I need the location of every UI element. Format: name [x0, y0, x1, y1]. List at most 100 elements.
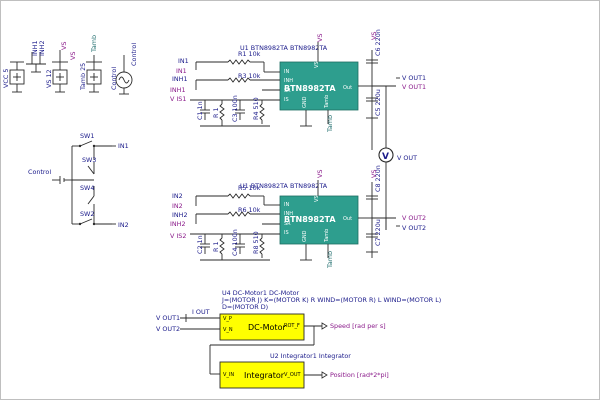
driver1-in1b: IN1 [176, 67, 187, 75]
motor-section: U4 DC-Motor1 DC-Motor J=(MOTOR J) K=(MOT… [156, 289, 441, 375]
vcc-label: VCC 5 [2, 69, 10, 88]
driver1-cap-vs: VS [370, 32, 378, 40]
r3-label: R3 10k [238, 72, 261, 80]
r5-label: R5 10k [238, 184, 261, 192]
driver1-in1a: IN1 [178, 57, 189, 65]
driver2-is: V IS2 [170, 232, 186, 240]
driver1-out-pin: Out [343, 85, 352, 91]
control1-label: Control [110, 67, 118, 90]
driver1-pin-sr: SR [284, 88, 291, 94]
c4-label: C4 100n [231, 229, 239, 256]
r-sr2-resistor[interactable] [219, 237, 225, 255]
driver1-out1a: V OUT1 [402, 74, 426, 82]
r6-label: R6 10k [238, 206, 261, 214]
sw4[interactable]: SW4 [80, 184, 94, 224]
driver1-vs-label: VS [316, 34, 324, 42]
voltmeter-label: V OUT [397, 154, 417, 162]
integrator-title: U2 Integrator1 Integrator [270, 352, 351, 360]
driver2-chip[interactable] [279, 195, 359, 245]
dc-motor-block[interactable] [219, 313, 305, 341]
integrator-vin-pin: V_IN [223, 372, 234, 378]
sw2[interactable]: SW2 [72, 210, 112, 226]
driver1-out1b: V OUT1 [402, 83, 426, 91]
r1-label: R1 10k [238, 50, 261, 58]
driver1-pin-gnd: GND [302, 96, 308, 108]
r4-resistor[interactable] [259, 103, 265, 121]
r8-label: R8 510 [252, 231, 260, 254]
motor-rot-pin: ROT_F [284, 323, 300, 329]
driver2-inh2b: INH2 [170, 220, 186, 228]
driver2-out2a: V OUT2 [402, 214, 426, 222]
sw3[interactable]: SW3 [82, 146, 96, 175]
tamb-source[interactable]: Tamb Tamb 25 [79, 35, 102, 93]
switch-block: Control SW1 SW3 SW4 [28, 132, 129, 229]
motor-vout2-label: V OUT2 [156, 325, 180, 333]
driver2-tamb-label: Tamb [326, 251, 334, 269]
driver2-chip-label: BTN8982TA [284, 215, 336, 224]
vs12-label: VS 12 [45, 69, 53, 88]
driver2-in2b: IN2 [172, 202, 183, 210]
driver1-title2: BTN8982TA [290, 44, 328, 52]
driver1-pin-tamb: Tamb [324, 95, 330, 109]
driver2-out-pin: Out [343, 216, 352, 222]
driver2-pin-sr: SR [284, 221, 291, 227]
vcc-source[interactable]: VCC 5 [2, 61, 25, 93]
r-sr-resistor[interactable] [219, 103, 225, 121]
voltmeter-glyph: V [382, 152, 389, 162]
driver2-pin-in: IN [284, 202, 289, 208]
switch-in2-label: IN2 [118, 221, 129, 229]
driver2-pin-vs: VS [314, 195, 320, 202]
motor-title: U4 DC-Motor1 DC-Motor [222, 289, 300, 297]
inh-source[interactable]: INH1 INH2 [26, 40, 46, 73]
c5-label: C5 220u [374, 89, 382, 116]
driver2-title2: BTN8982TA [290, 182, 328, 190]
c3-label: C3 100n [231, 95, 239, 122]
vs-top-label: VS [60, 42, 68, 50]
vs-source[interactable]: VS VS 12 VS [45, 42, 77, 93]
sw3-label: SW3 [82, 156, 96, 164]
inh1-label: INH1 [31, 40, 39, 56]
sw2-label: SW2 [80, 210, 94, 218]
motor-vn-pin: V_N [223, 327, 233, 333]
driver1-tamb-label: Tamb [326, 115, 334, 133]
sw1[interactable]: SW1 [72, 132, 112, 148]
driver2-cap-vs: VS [370, 170, 378, 178]
switch-in1-label: IN1 [118, 142, 129, 150]
motor-params: J=(MOTOR J) K=(MOTOR K) R WIND=(MOTOR R)… [221, 296, 441, 304]
driver1-title: U1 BTN8982TA [240, 44, 289, 52]
integrator-section: U2 Integrator1 Integrator Integrator V_I… [219, 352, 389, 389]
tamb25-label: Tamb 25 [79, 63, 87, 91]
driver1-chip[interactable] [279, 61, 359, 111]
driver2-in2a: IN2 [172, 192, 183, 200]
motor-vp-pin: V_P [223, 316, 232, 322]
driver2-title: U1 BTN8982TA [240, 182, 289, 190]
c6-label: C6 220n [374, 29, 382, 56]
tamb-label: Tamb [90, 35, 98, 53]
c8-label: C8 220n [374, 165, 382, 192]
control2-label: Control [130, 43, 138, 66]
r8-resistor[interactable] [259, 237, 265, 255]
driver1-chip-label: BTN8982TA [284, 84, 336, 93]
driver2-pin-tamb: Tamb [324, 229, 330, 243]
r3-resistor[interactable] [227, 77, 251, 83]
r4-label: R4 510 [252, 97, 260, 120]
r6-resistor[interactable] [227, 211, 251, 217]
vs-side-label: VS [69, 52, 77, 60]
r1-resistor[interactable] [227, 59, 251, 65]
motor-iout-label: I OUT [192, 308, 210, 316]
driver2-vs-label: VS [316, 170, 324, 178]
sw4-label: SW4 [80, 184, 94, 192]
switch-control-label: Control [28, 168, 51, 176]
dc-motor-label: DC-Motor [248, 323, 286, 332]
position-label: Position [rad*2*pi] [330, 371, 389, 379]
driver2-pin-inh: INH [284, 211, 293, 217]
motor-params2: D=(MOTOR D) [222, 303, 268, 311]
c7-label: C7 220u [374, 219, 382, 246]
driver1-pin-vs: VS [314, 61, 320, 68]
c1-label: C1 1n [196, 101, 204, 120]
control-source[interactable]: Control Control [110, 43, 138, 95]
r5-resistor[interactable] [227, 193, 251, 199]
driver1-inh1a: INH1 [172, 75, 188, 83]
driver2-pin-is: IS [284, 230, 289, 236]
